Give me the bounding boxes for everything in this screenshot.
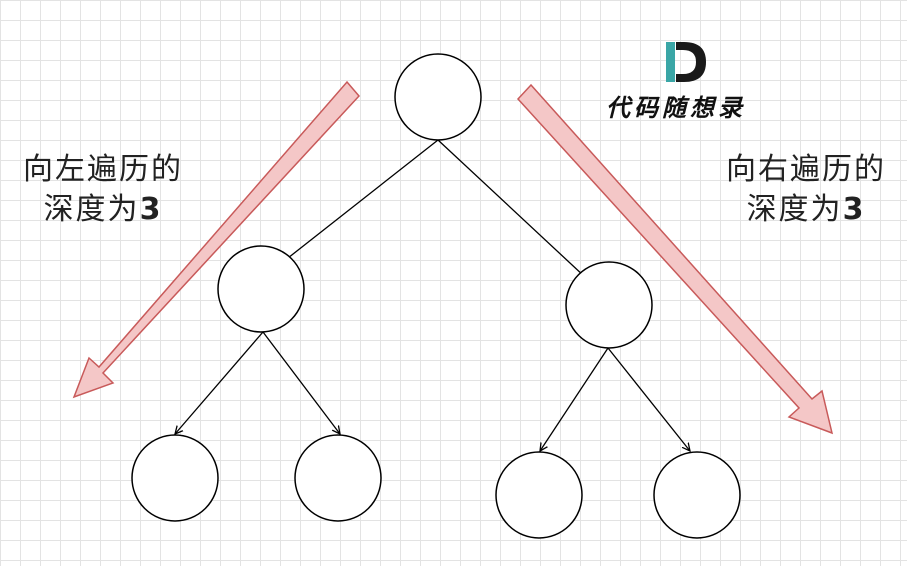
brand-watermark: 代码随想录 [598, 30, 778, 130]
left-label-line1: 向左遍历的 [23, 152, 183, 187]
tree-node-left-left [131, 434, 219, 522]
right-depth-arrow [516, 83, 834, 435]
tree-node-left [217, 245, 305, 333]
edge-left-leftleaf [175, 331, 264, 434]
brand-name: 代码随想录 [606, 93, 746, 122]
edge-right-leftleaf [540, 347, 609, 451]
edge-right-rightleaf [607, 347, 690, 451]
edge-root-left [287, 139, 439, 259]
right-label-line2: 深度为 [746, 192, 843, 227]
tree-node-left-right [294, 434, 382, 522]
right-depth-label: 向右遍历的 深度为3 [708, 150, 904, 230]
edge-root-right [437, 139, 586, 278]
left-depth-value: 3 [139, 192, 163, 227]
right-depth-value: 3 [842, 192, 866, 227]
edge-left-rightleaf [262, 331, 340, 434]
right-label-line1: 向右遍历的 [726, 152, 886, 187]
tree-node-right [565, 261, 653, 349]
left-label-line2: 深度为 [43, 192, 140, 227]
tree-node-right-left [495, 451, 583, 539]
tree-node-right-right [653, 451, 741, 539]
tree-node-root [394, 53, 482, 141]
left-depth-label: 向左遍历的 深度为3 [8, 150, 198, 230]
brand-logo-icon [666, 42, 706, 82]
left-depth-arrow [72, 80, 361, 399]
